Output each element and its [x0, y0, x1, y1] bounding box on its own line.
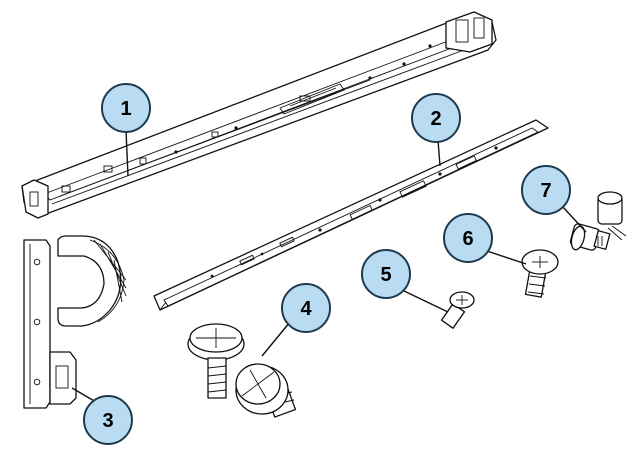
- outer-slide-rail: [21, 11, 497, 219]
- callout-3-label: 3: [102, 410, 113, 432]
- inner-rail: [153, 119, 549, 311]
- callout-4: 4: [281, 283, 331, 333]
- callout-2-label: 2: [430, 108, 441, 130]
- callout-7: 7: [521, 165, 571, 215]
- callout-2: 2: [411, 93, 461, 143]
- callout-7-label: 7: [540, 180, 551, 202]
- flat-head-screw-large: [521, 249, 559, 298]
- standoff-screws: [569, 191, 627, 251]
- callout-6: 6: [443, 213, 493, 263]
- callout-4-label: 4: [300, 298, 312, 320]
- callout-3: 3: [83, 395, 133, 445]
- thumb-screws: [187, 323, 297, 418]
- callout-5-label: 5: [380, 264, 391, 286]
- mounting-bracket-with-strap: [23, 235, 127, 409]
- leader-lines: [71, 129, 587, 403]
- callout-5: 5: [361, 249, 411, 299]
- callout-1: 1: [101, 83, 151, 133]
- flat-head-screw-small: [440, 291, 475, 329]
- callout-1-label: 1: [120, 98, 131, 120]
- callout-6-label: 6: [462, 228, 473, 250]
